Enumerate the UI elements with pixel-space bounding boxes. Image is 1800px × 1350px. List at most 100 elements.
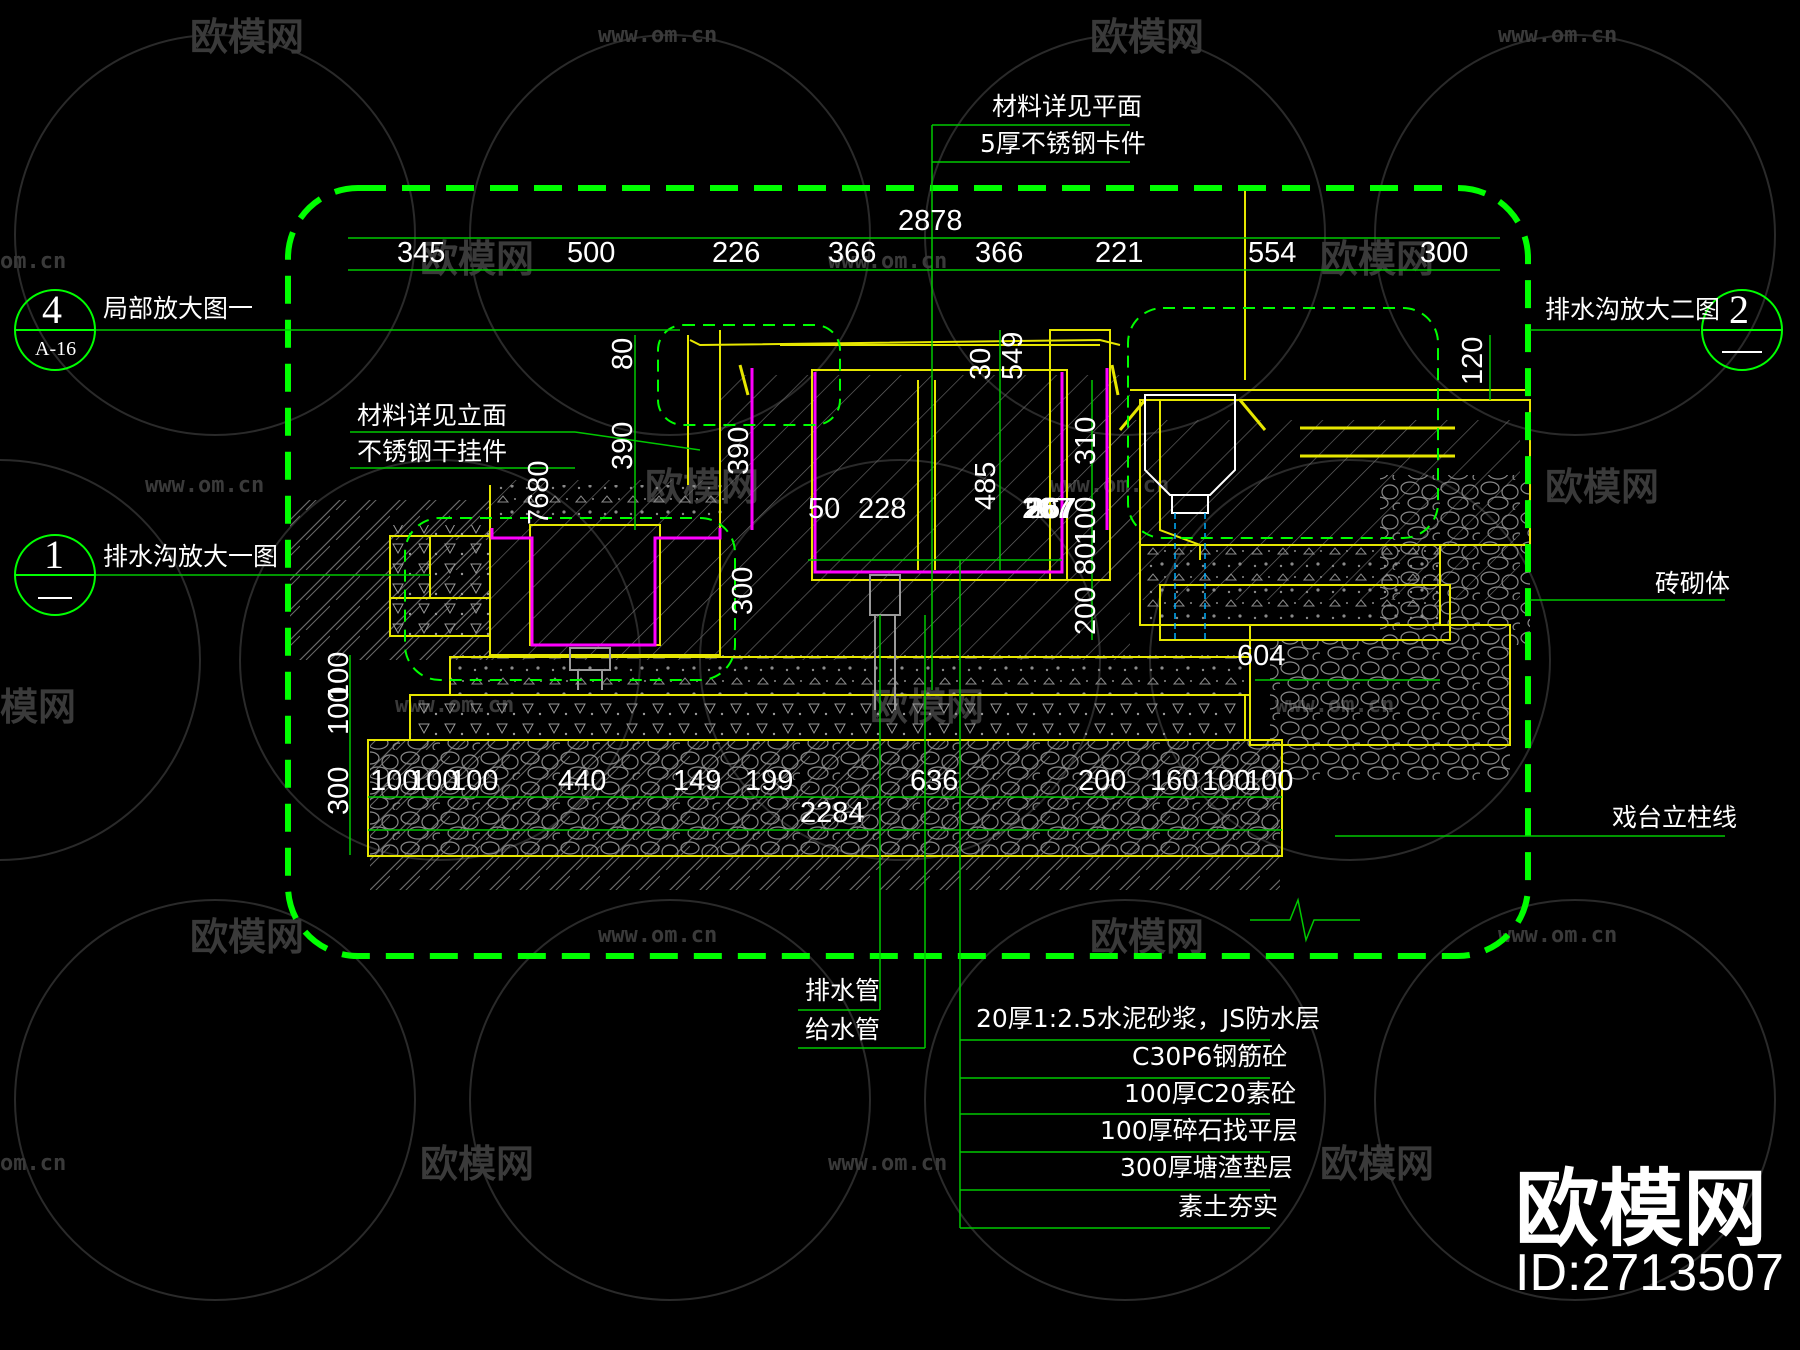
dim-604: 604 bbox=[1237, 640, 1285, 672]
dim-bottom: 199 bbox=[745, 765, 793, 797]
watermark-cn: 欧模网 bbox=[190, 15, 304, 59]
dim-bottom: 100 bbox=[450, 765, 498, 797]
right-drain-trough bbox=[1144, 394, 1236, 640]
layer-label: 100厚碎石找平层 bbox=[1100, 1116, 1298, 1145]
dim-bottom: 149 bbox=[673, 765, 721, 797]
dim-200: 200 bbox=[1070, 587, 1102, 635]
brand-id: ID:2713507 bbox=[1515, 1244, 1784, 1302]
detail-bubbles bbox=[404, 307, 1439, 681]
note-drain-pipe: 排水管 bbox=[805, 976, 880, 1005]
watermark-cn: 模网 bbox=[0, 685, 76, 729]
note-steel-hanger: 不锈钢干挂件 bbox=[357, 437, 507, 466]
dim-inner: 267 bbox=[1028, 493, 1076, 525]
waterproof-layers bbox=[490, 368, 1109, 647]
watermark-url: om.cn bbox=[0, 249, 66, 274]
watermark-url: www.om.cn bbox=[145, 473, 264, 498]
dim-bottom: 100 bbox=[370, 765, 418, 797]
dim-80: 80 bbox=[607, 338, 639, 370]
dim-bottom: 100 bbox=[410, 765, 458, 797]
note-detail-1: 排水沟放大一图 bbox=[103, 542, 278, 571]
detail-frame bbox=[285, 185, 1531, 959]
dimension-lines bbox=[348, 237, 1500, 855]
watermark-url: www.om.cn bbox=[828, 1151, 947, 1176]
watermark-cn: 欧模网 bbox=[1090, 15, 1204, 59]
dim-7680: 7680 bbox=[523, 460, 555, 525]
layer-legend: 20厚1:2.5水泥砂浆，JS防水层 C30P6钢筋砼 100厚C20素砼 10… bbox=[976, 1004, 1320, 1221]
note-stage-column: 戏台立柱线 bbox=[1612, 803, 1737, 832]
note-detail-4: 局部放大图一 bbox=[103, 294, 253, 323]
watermark-cn: 欧模网 bbox=[1545, 465, 1659, 509]
dim-bottom: 636 bbox=[910, 765, 958, 797]
dim-overall: 2878 bbox=[898, 205, 963, 237]
marker-2-number: 2 bbox=[1729, 287, 1749, 332]
note-detail-2: 排水沟放大二图 bbox=[1545, 295, 1720, 324]
layer-label: 300厚塘渣垫层 bbox=[1120, 1153, 1293, 1182]
dim-inner: 267 bbox=[1022, 493, 1070, 525]
watermark-cn: 欧模网 bbox=[1320, 237, 1434, 281]
watermark-url: www.om.cn bbox=[598, 23, 717, 48]
layer-label: 素土夯实 bbox=[1178, 1192, 1278, 1221]
dim-top: 366 bbox=[828, 237, 876, 269]
dim-inner: 267 bbox=[1027, 493, 1075, 525]
watermark-url: www.om.cn bbox=[1498, 923, 1617, 948]
layer-label: C30P6钢筋砼 bbox=[1132, 1042, 1287, 1071]
dim-80b: 80 bbox=[1070, 543, 1102, 575]
dim-top: 345 bbox=[397, 237, 445, 269]
watermark-cn: 欧模网 bbox=[420, 1142, 534, 1186]
annotations: 材料详见平面 5厚不锈钢卡件 材料详见立面 不锈钢干挂件 局部放大图一 排水沟放… bbox=[103, 92, 1737, 1044]
layer-label: 100厚C20素砼 bbox=[1124, 1079, 1296, 1108]
dim-top: 221 bbox=[1095, 237, 1143, 269]
dim-390: 390 bbox=[607, 422, 639, 470]
dim-inner: 228 bbox=[858, 493, 906, 525]
brand-watermark: 欧模网 ID:2713507 bbox=[1515, 1160, 1784, 1302]
marker-4-ref: A-16 bbox=[35, 338, 76, 360]
watermark-cn: 欧模网 bbox=[420, 237, 534, 281]
dim-top: 300 bbox=[1420, 237, 1468, 269]
dim-inner: 267 bbox=[1022, 493, 1070, 525]
dim-inner: 267 bbox=[1025, 493, 1073, 525]
layer-label: 20厚1:2.5水泥砂浆，JS防水层 bbox=[976, 1004, 1320, 1033]
watermark-cn: 欧模网 bbox=[190, 915, 304, 959]
dim-left: 100 bbox=[323, 652, 355, 700]
watermark-url: www.om.cn bbox=[1498, 23, 1617, 48]
dim-390: 390 bbox=[723, 427, 755, 475]
dim-549: 549 bbox=[997, 332, 1029, 380]
watermark-cn: 欧模网 bbox=[1320, 1142, 1434, 1186]
dim-bottom: 160 bbox=[1150, 765, 1198, 797]
dim-300: 300 bbox=[727, 567, 759, 615]
dim-inner: 50 bbox=[808, 493, 840, 525]
dim-top: 366 bbox=[975, 237, 1023, 269]
marker-1-number: 1 bbox=[44, 532, 64, 577]
dim-top: 554 bbox=[1248, 237, 1296, 269]
dim-top: 226 bbox=[712, 237, 760, 269]
dim-left: 100 bbox=[323, 687, 355, 735]
dim-bottom: 200 bbox=[1078, 765, 1126, 797]
dim-top: 500 bbox=[567, 237, 615, 269]
dim-30: 30 bbox=[965, 348, 997, 380]
dim-100: 100 bbox=[1070, 497, 1102, 545]
note-steel-clip: 5厚不锈钢卡件 bbox=[980, 129, 1146, 158]
pipes bbox=[569, 574, 901, 710]
drain-rails bbox=[738, 364, 1455, 458]
leader-lines bbox=[95, 124, 1725, 1229]
dim-bottom-total: 2284 bbox=[800, 797, 865, 829]
note-material-plan: 材料详见平面 bbox=[992, 92, 1142, 121]
watermark-url: www.om.cn bbox=[598, 923, 717, 948]
dim-inner: 50 bbox=[1025, 493, 1057, 525]
note-supply-pipe: 给水管 bbox=[805, 1015, 880, 1044]
watermark-url: om.cn bbox=[0, 1151, 66, 1176]
note-material-elevation: 材料详见立面 bbox=[357, 401, 507, 430]
watermark-cn: 欧模网 bbox=[1090, 915, 1204, 959]
dim-120: 120 bbox=[1457, 337, 1489, 385]
marker-4-number: 4 bbox=[42, 287, 62, 332]
watermark-circles bbox=[0, 34, 1776, 1301]
detail-markers: 4 A-16 1 2 bbox=[14, 287, 1783, 616]
structure-outlines bbox=[367, 190, 1531, 857]
dim-310: 310 bbox=[1070, 417, 1102, 465]
dim-485: 485 bbox=[970, 462, 1002, 510]
dim-bottom: 100 bbox=[1202, 765, 1250, 797]
dim-bottom: 440 bbox=[558, 765, 606, 797]
brand-logo-text: 欧模网 bbox=[1515, 1160, 1767, 1258]
dimension-texts: 2878 345 500 226 366 366 221 554 300 100… bbox=[323, 205, 1489, 829]
